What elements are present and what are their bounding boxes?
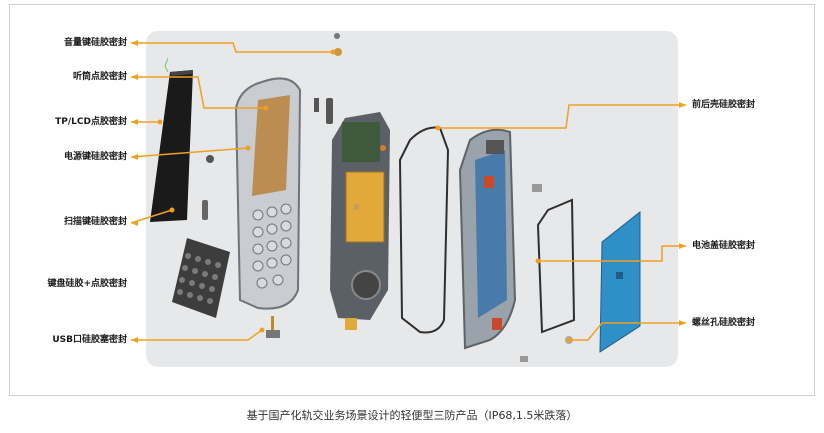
scan-key-part — [202, 200, 208, 220]
label-volume-key-seal: 音量键硅胶密封 — [63, 38, 127, 48]
leader-dots — [157, 49, 572, 343]
small-part — [532, 184, 542, 192]
power-key-part — [206, 155, 214, 163]
label-keypad-seal: 键盘硅胶+点胶密封 — [47, 279, 127, 289]
usb-plug — [266, 316, 280, 338]
diagram-background — [146, 31, 678, 367]
volume-key-screw — [334, 33, 340, 39]
label-tp-lcd-seal: TP/LCD点胶密封 — [55, 117, 127, 127]
label-usb-plug-seal: USB口硅胶塞密封 — [52, 335, 127, 345]
figure-caption: 基于国产化轨交业务场景设计的轻便型三防产品（IP68,1.5米跌落） — [246, 409, 578, 422]
battery-cover-seal — [536, 198, 576, 334]
battery-cover — [599, 210, 641, 353]
lcd-panel — [150, 57, 193, 222]
label-power-key-seal: 电源键硅胶密封 — [63, 152, 127, 162]
front-housing — [234, 77, 302, 310]
small-part — [314, 98, 319, 112]
label-scan-key-seal: 扫描键硅胶密封 — [63, 217, 127, 227]
label-battery-cover-seal: 电池盖硅胶密封 — [692, 241, 756, 251]
small-part — [520, 356, 528, 362]
mainboard-assembly: // — [330, 112, 390, 330]
label-earpiece-seal: 听筒点胶密封 — [72, 72, 127, 82]
label-housing-seal: 前后壳硅胶密封 — [692, 100, 756, 110]
label-screw-hole-seal: 螺丝孔硅胶密封 — [692, 318, 756, 328]
back-housing — [458, 128, 517, 350]
keypad-rubber — [172, 238, 230, 318]
svg-text://: // — [354, 203, 359, 212]
volume-key-part — [334, 48, 342, 56]
housing-seal — [398, 126, 450, 334]
small-part — [326, 98, 333, 124]
